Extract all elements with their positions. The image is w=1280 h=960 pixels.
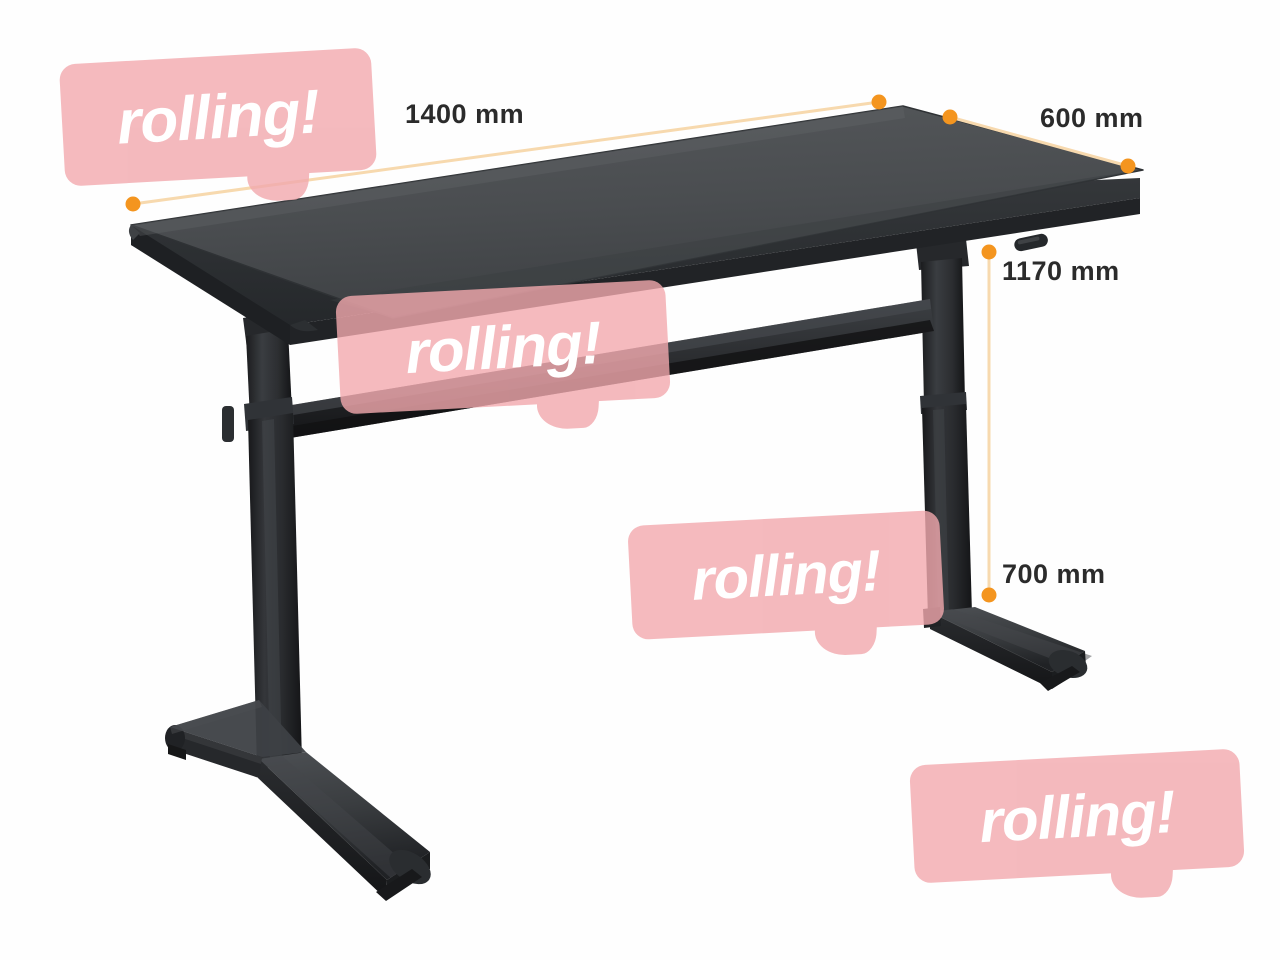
dimension-label-height-min: 700 mm	[1002, 559, 1106, 589]
dimension-label-height-max: 1170 mm	[1002, 256, 1120, 286]
dimension-label-depth: 600 mm	[1040, 103, 1144, 133]
height-adjust-tab	[222, 406, 234, 442]
tabletop	[128, 105, 1144, 345]
right-leg	[916, 239, 1092, 691]
height-adjust-lever	[1014, 233, 1048, 252]
dimension-label-width: 1400 mm	[405, 99, 525, 129]
